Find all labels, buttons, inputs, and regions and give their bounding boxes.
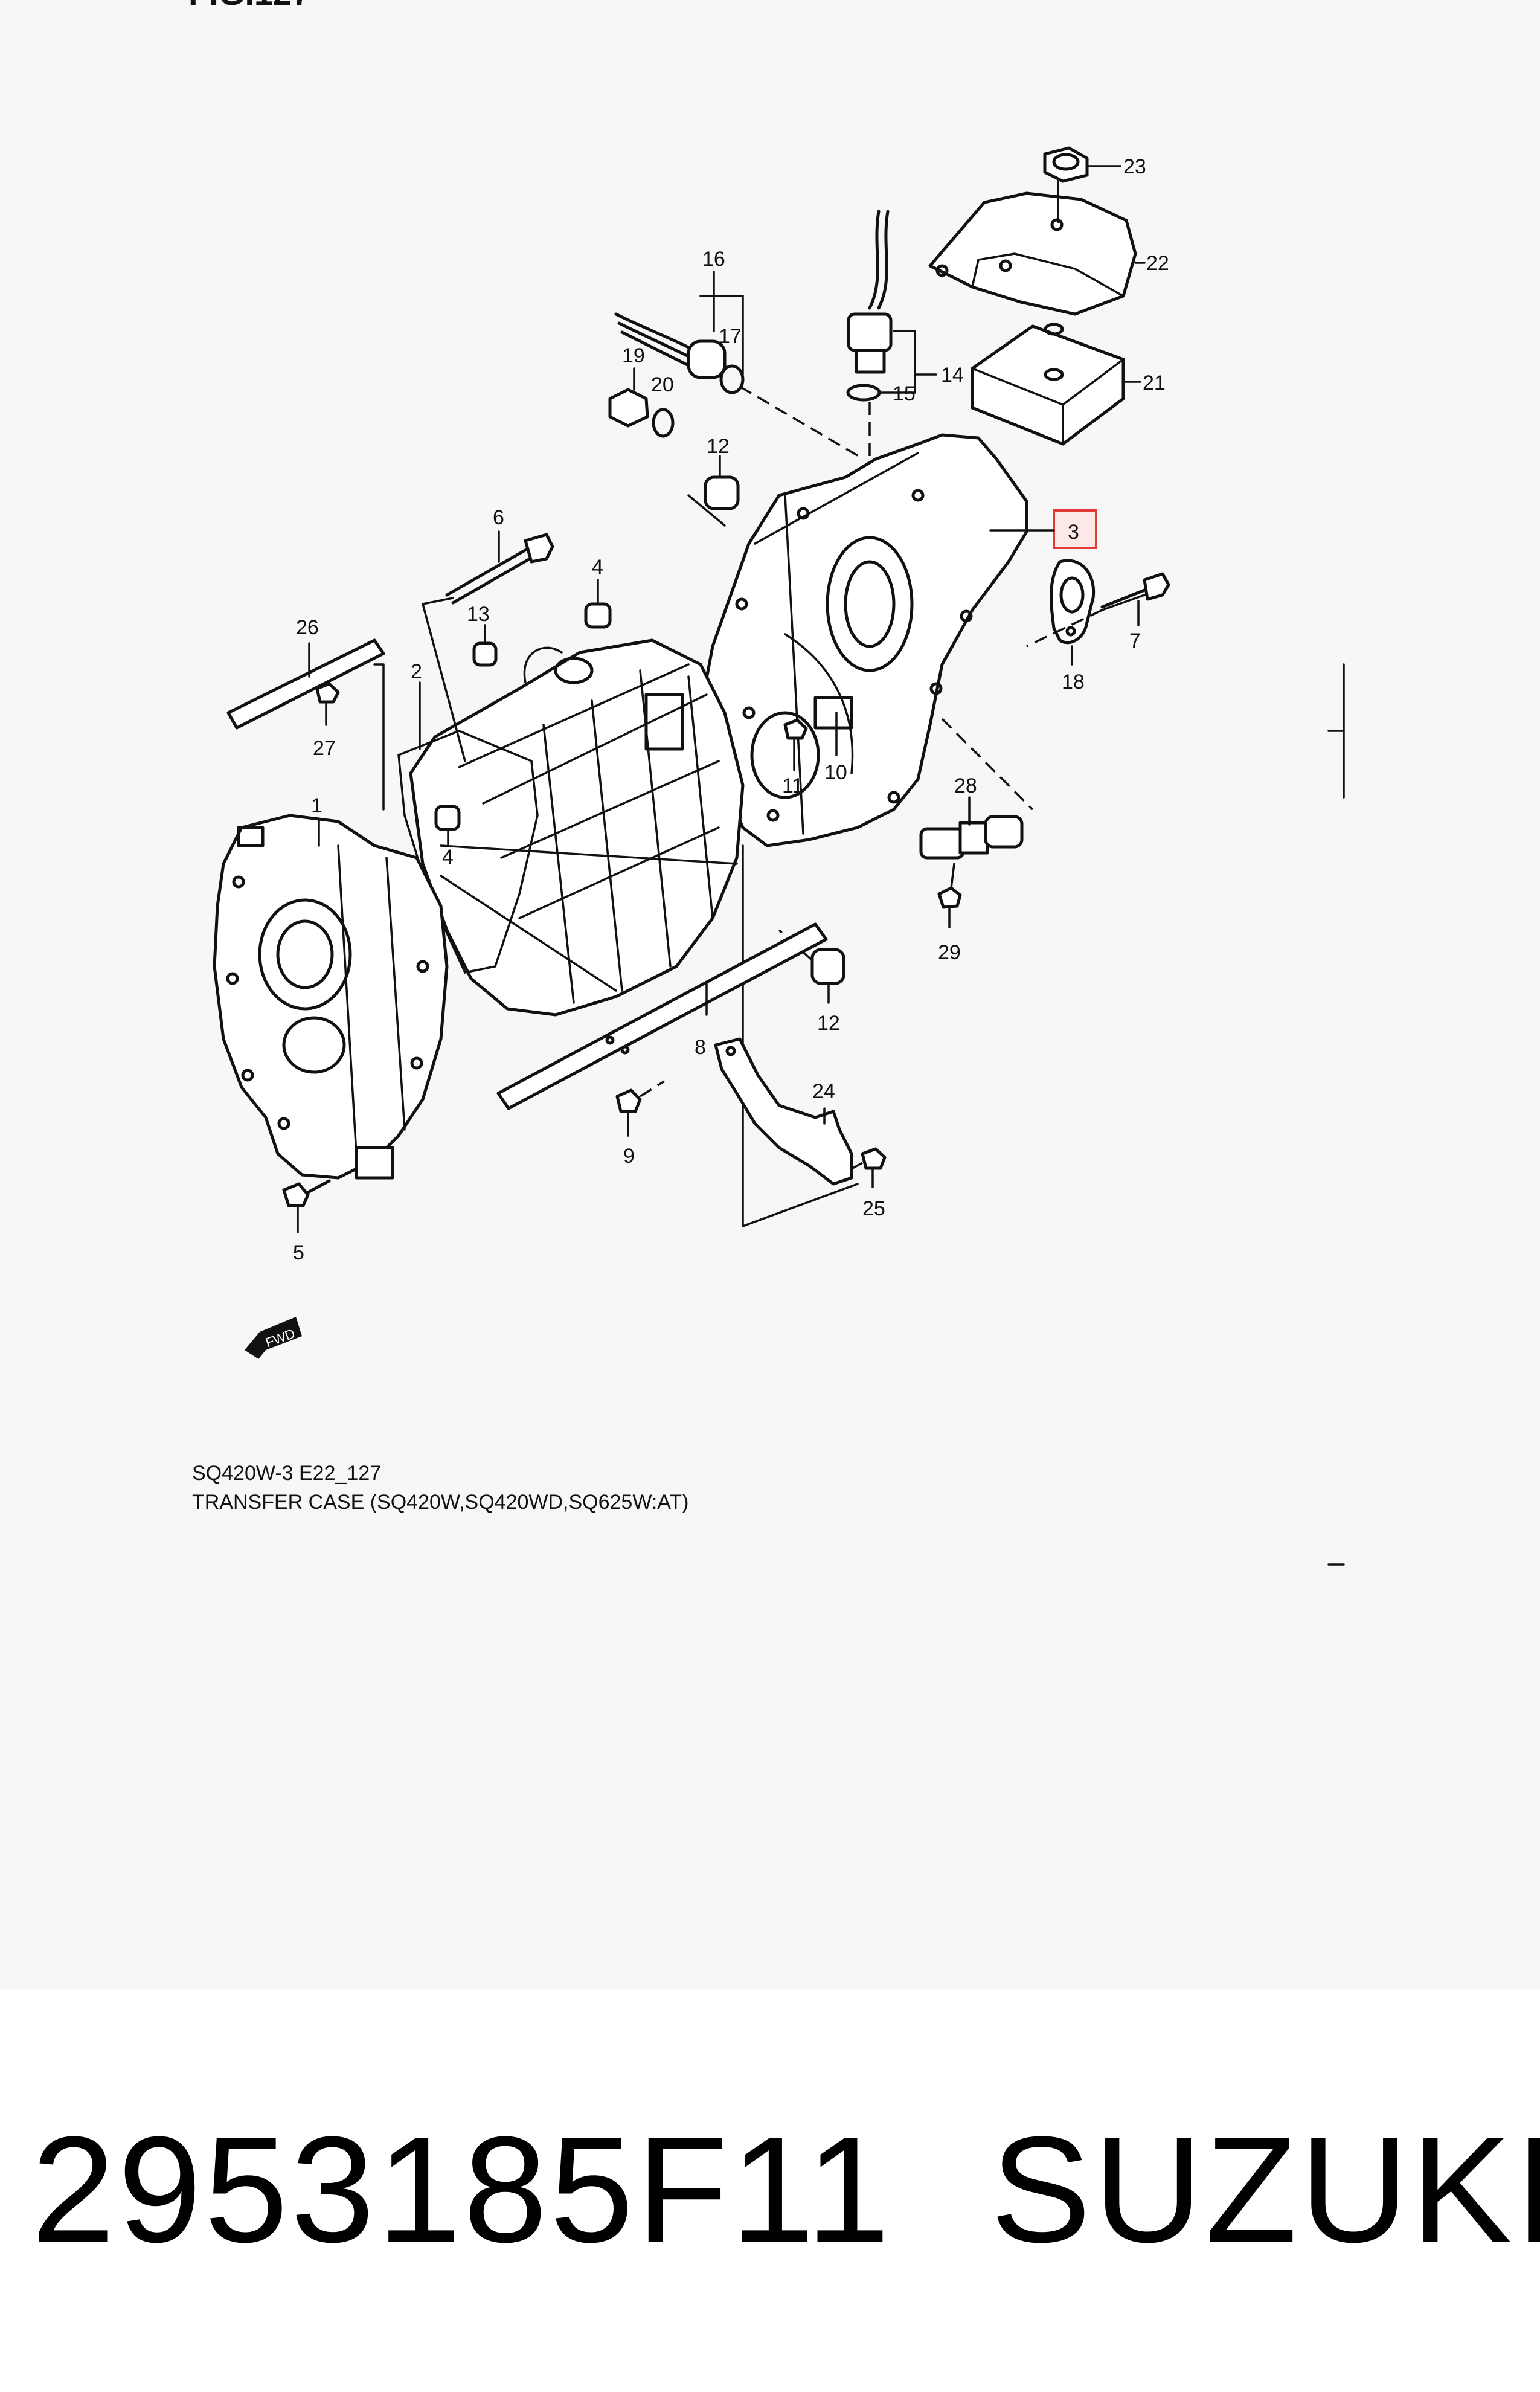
figure-code: SQ420W-3 E22_127 [192, 1462, 382, 1485]
highlight-box-3[interactable] [1053, 509, 1097, 549]
part-number: 2953185F11 [31, 2105, 893, 2274]
label-25[interactable]: 25 [862, 1197, 885, 1220]
part-5-bolt [282, 1179, 331, 1233]
label-4a[interactable]: 4 [592, 556, 603, 579]
label-26[interactable]: 26 [296, 616, 319, 639]
label-27[interactable]: 27 [313, 737, 336, 760]
part-14-switch [846, 210, 937, 402]
part-25-screw [851, 1147, 887, 1188]
label-12a[interactable]: 12 [707, 435, 730, 458]
part-28-sensor [919, 796, 1024, 860]
label-1[interactable]: 1 [311, 794, 322, 817]
label-21[interactable]: 21 [1143, 371, 1166, 394]
label-5[interactable]: 5 [293, 1241, 304, 1264]
part-23-nut [1043, 146, 1121, 183]
part-1-case [213, 814, 449, 1180]
fwd-arrow-icon: FWD [245, 1317, 302, 1359]
part-4-dowel-lower [434, 805, 461, 847]
label-10[interactable]: 10 [824, 761, 847, 784]
exploded-parts-diagram: 23 22 21 [213, 146, 1345, 1566]
brand-name: SUZUKI [990, 2105, 1540, 2274]
label-7[interactable]: 7 [1129, 629, 1141, 652]
part-6-bolt [445, 530, 554, 605]
part-24-bracket [714, 1037, 853, 1186]
part-9-screw [615, 1080, 665, 1137]
label-8[interactable]: 8 [695, 1036, 706, 1059]
part-21-module [971, 323, 1141, 446]
diagram-area: FIG.127 23 22 21 [188, 0, 1345, 1566]
label-4b[interactable]: 4 [442, 846, 454, 869]
part-11-bolt [783, 718, 808, 771]
part-7-bolt [1026, 572, 1170, 648]
label-6[interactable]: 6 [493, 506, 504, 529]
part-3-housing [702, 433, 1028, 847]
part-2-case [409, 638, 745, 1017]
label-16[interactable]: 16 [702, 248, 725, 271]
label-12b[interactable]: 12 [817, 1012, 840, 1035]
part-26-plate [226, 638, 385, 730]
part-16-sensor [614, 271, 745, 394]
figure-title: FIG.127 [188, 0, 310, 13]
label-9[interactable]: 9 [623, 1145, 635, 1168]
label-14[interactable]: 14 [941, 364, 964, 387]
figure-description: TRANSFER CASE (SQ420W,SQ420WD,SQ625W:AT) [192, 1491, 689, 1514]
part-12-bushing-upper [704, 455, 740, 510]
label-20[interactable]: 20 [651, 373, 674, 396]
part-13-dowel [472, 624, 498, 667]
part-22-bracket [928, 191, 1146, 316]
part-29-bolt [937, 863, 962, 928]
label-15[interactable]: 15 [893, 382, 916, 405]
label-22[interactable]: 22 [1146, 252, 1169, 275]
label-13[interactable]: 13 [467, 603, 490, 626]
footer-bar [0, 1990, 1540, 2392]
part-18-gasket [1050, 559, 1096, 666]
label-24[interactable]: 24 [812, 1080, 835, 1103]
label-17[interactable]: 17 [719, 325, 742, 348]
label-11[interactable]: 11 [782, 774, 803, 797]
label-3[interactable]: 3 [1068, 521, 1079, 544]
label-18[interactable]: 18 [1062, 670, 1085, 693]
part-27-screw [315, 682, 340, 726]
part-19-plug [608, 367, 675, 438]
label-29[interactable]: 29 [938, 941, 961, 964]
label-2[interactable]: 2 [411, 660, 422, 683]
label-28[interactable]: 28 [954, 774, 977, 797]
label-23[interactable]: 23 [1123, 155, 1146, 178]
part-4-dowel-upper [584, 579, 612, 629]
part-8-plate [496, 922, 828, 1110]
label-19[interactable]: 19 [622, 344, 645, 367]
